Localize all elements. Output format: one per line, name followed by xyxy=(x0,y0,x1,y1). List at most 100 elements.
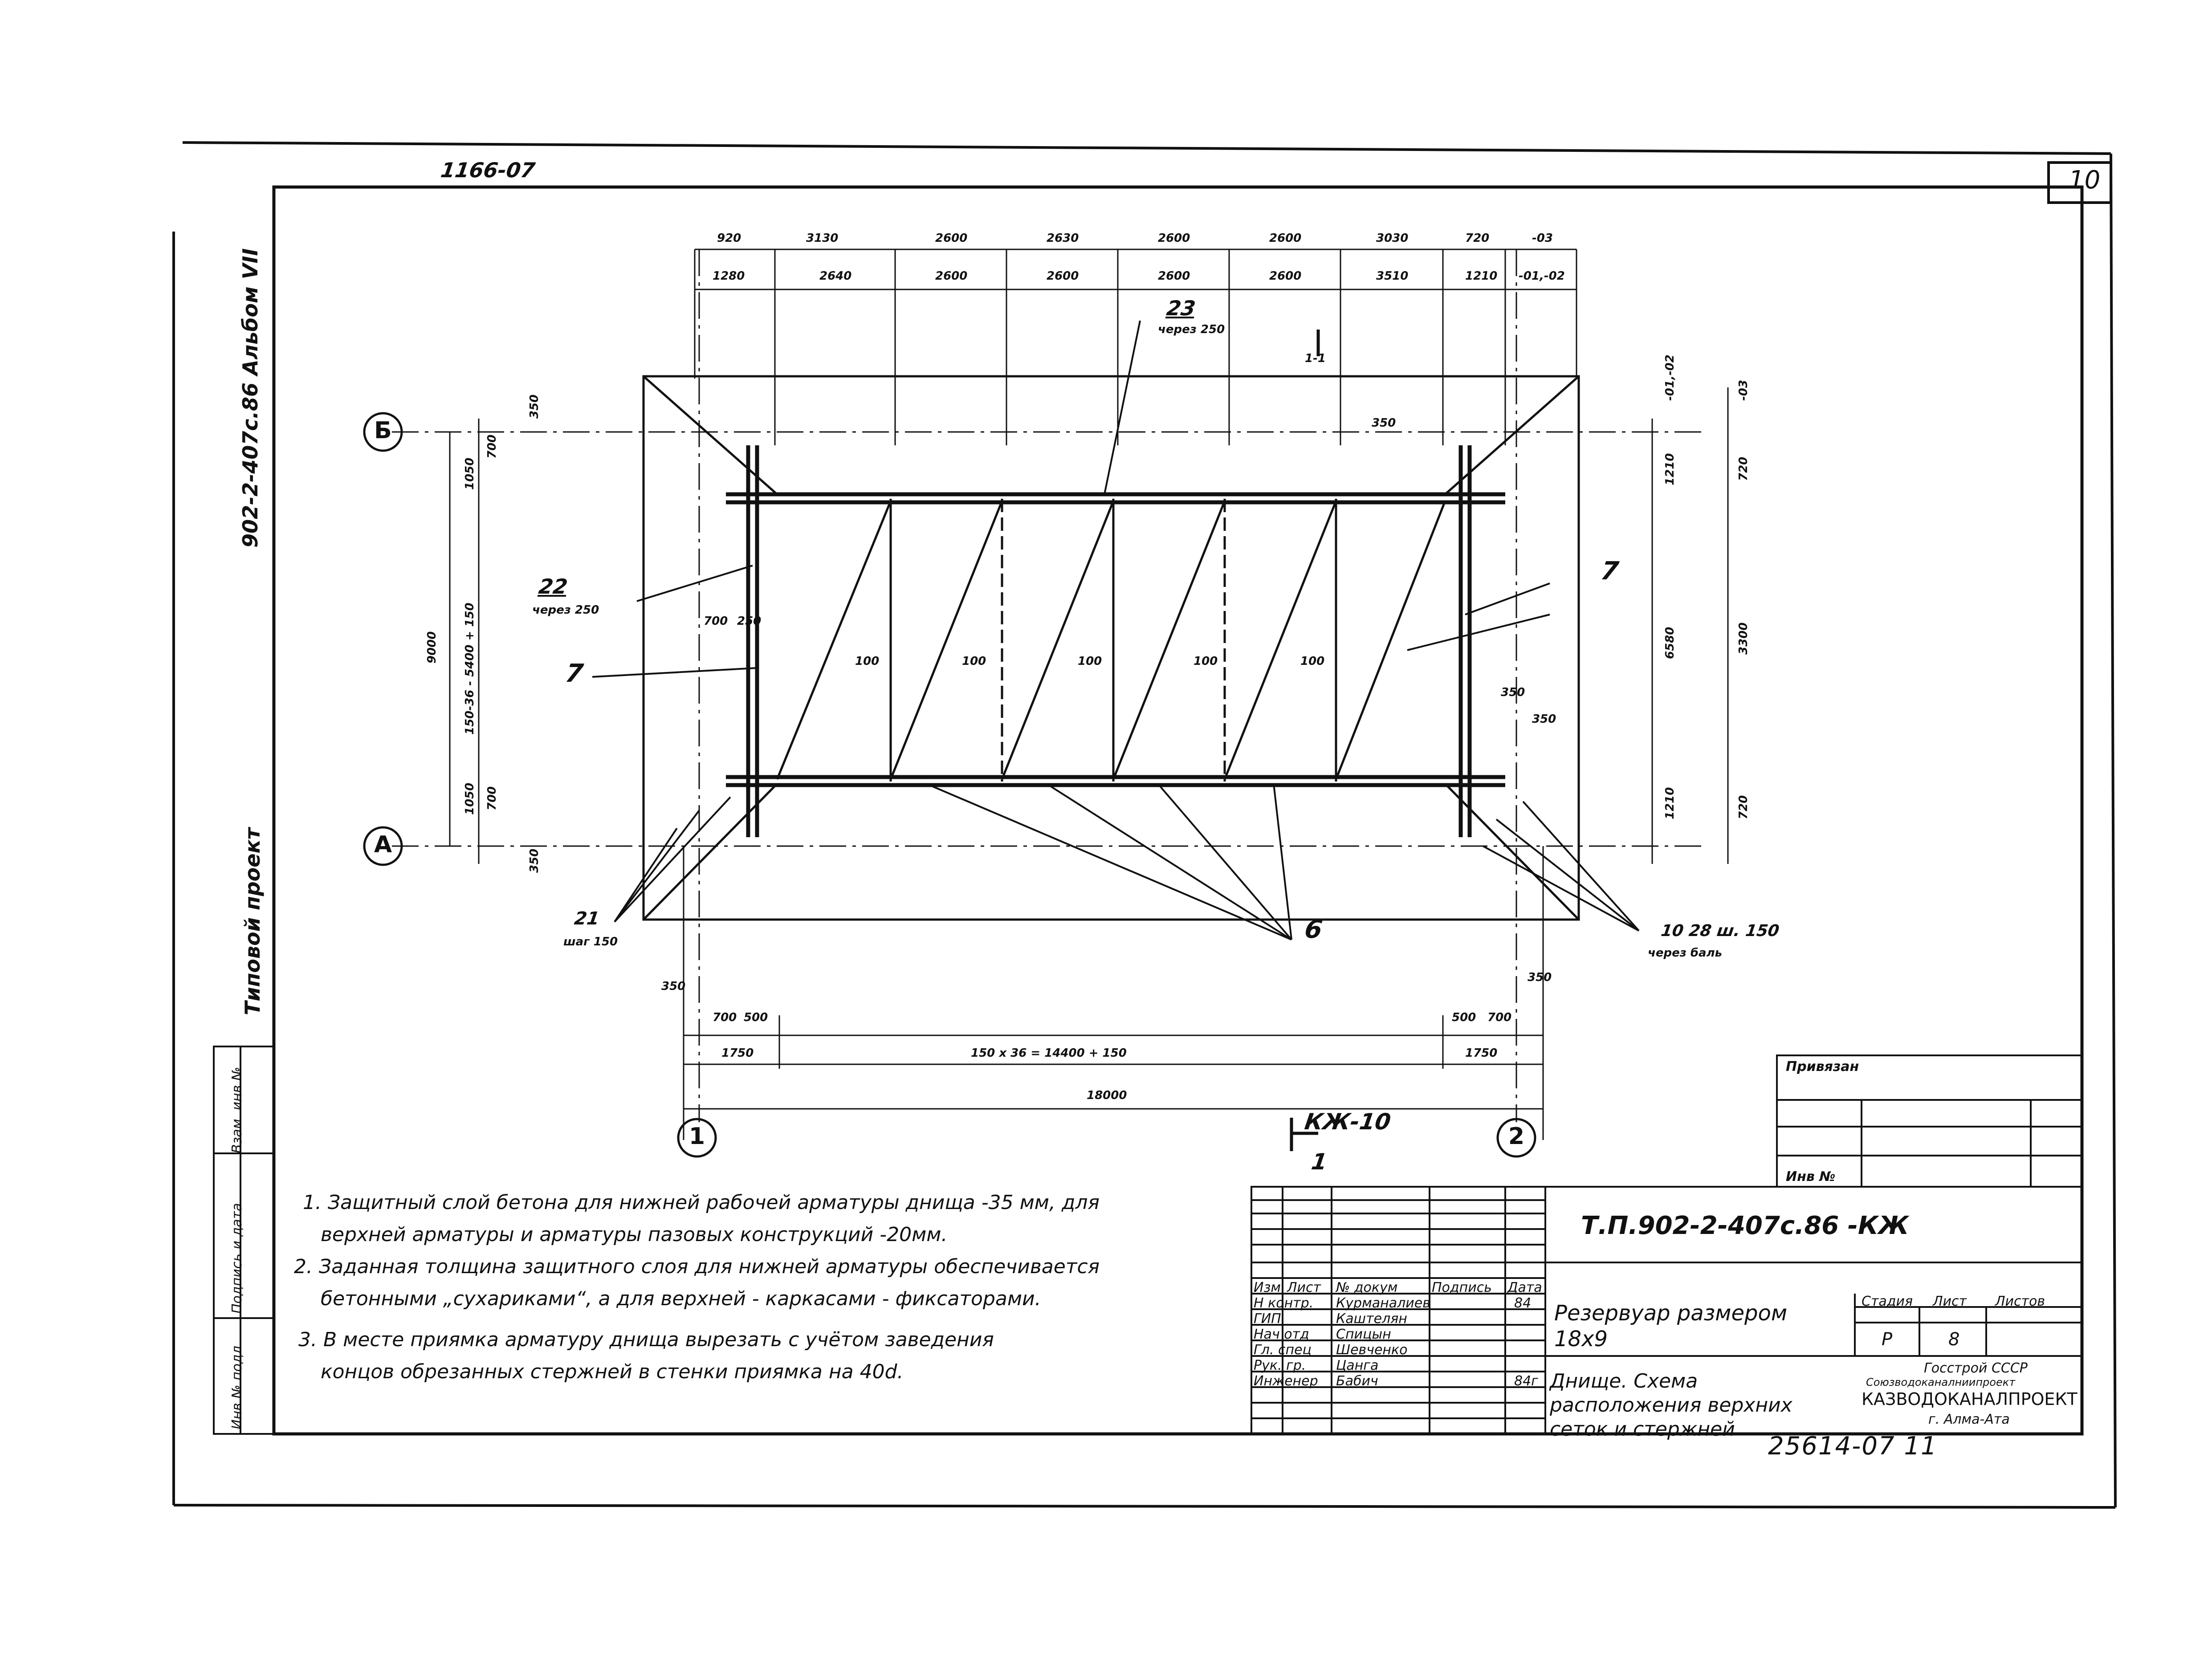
axis-col-1: 1 xyxy=(688,1123,705,1150)
rebar-bands xyxy=(726,445,1505,837)
typical-project-label: Типовой проект xyxy=(240,827,265,1015)
org-line-1: Госстрой СССР xyxy=(1924,1360,2028,1376)
dim-bottom-right-1: 350 xyxy=(1528,971,1552,984)
callout-22: 22 xyxy=(537,574,569,598)
apply-block-frame xyxy=(1776,1054,2083,1188)
tb-role-4: Гл. спец xyxy=(1254,1342,1312,1358)
inner-label-6: 700 xyxy=(704,615,728,628)
dim-top2-1: 1280 xyxy=(713,269,745,283)
dim-top2-5: 2600 xyxy=(1158,269,1190,283)
side-stamp-frame xyxy=(213,1046,275,1435)
dim-left-p6: 350 xyxy=(528,848,541,873)
dim-bottom-middle: 150 х 36 = 14400 + 150 xyxy=(971,1046,1127,1060)
dim-top2-3: 2600 xyxy=(935,269,968,283)
inner-label-7: 250 xyxy=(737,615,762,628)
dim-right-lbl-1: -01,-02 xyxy=(1663,354,1677,401)
dim-right-top-2: 720 xyxy=(1737,456,1750,481)
dim-left-p1: 1050 xyxy=(463,457,477,490)
dim-bottom-right-2: 500 xyxy=(1452,1011,1476,1024)
tb-date-6: 84г xyxy=(1514,1373,1538,1389)
sheet-number: 10 xyxy=(2069,166,2101,195)
callout-10: 10 28 ш. 150 xyxy=(1660,922,1780,940)
dim-left-p3: 350 xyxy=(528,394,541,419)
tb-name-5: Цанга xyxy=(1336,1358,1379,1373)
tb-role-6: Инженер xyxy=(1254,1373,1318,1389)
org-line-2: Союзводоканалниипроект xyxy=(1866,1376,2016,1388)
title-block-frame xyxy=(1251,1186,2083,1435)
note-line-1: 1. Защитный слой бетона для нижней рабоч… xyxy=(303,1191,1100,1214)
dim-top2-8: 1210 xyxy=(1465,269,1498,283)
dim-left-p2: 700 xyxy=(485,434,499,459)
note-line-5: 3. В месте приямка арматуру днища выреза… xyxy=(298,1328,994,1351)
stage-label: Стадия xyxy=(1862,1294,1913,1309)
note-line-4: бетонными „сухариками“, а для верхней - … xyxy=(321,1287,1041,1310)
callout-23-note: через 250 xyxy=(1158,323,1225,336)
dim-right-mid-2: 3300 xyxy=(1737,622,1750,655)
dim-left-total: 9000 xyxy=(425,631,439,664)
dim-top2-7: 3510 xyxy=(1376,269,1409,283)
sheet-title: Днище. Схема расположения верхних сеток … xyxy=(1550,1370,1792,1441)
dim-bottom-left-4: 1750 xyxy=(721,1046,754,1060)
inner-label-5: 100 xyxy=(1300,655,1325,668)
dim-top-4: 2630 xyxy=(1047,232,1079,245)
object-title: Резервуар размером 18х9 xyxy=(1554,1301,1788,1352)
dim-top-8: 720 xyxy=(1465,232,1490,245)
sheet-frame xyxy=(172,141,2117,1509)
dim-top-3: 2600 xyxy=(935,232,968,245)
callout-21-note: шаг 150 xyxy=(563,935,618,949)
stamp-signature-date: Подпись и дата xyxy=(229,1203,245,1314)
axis-col-2: 2 xyxy=(1508,1123,1525,1150)
dim-top2-9: -01,-02 xyxy=(1519,269,1565,283)
tb-hdr-izm: Изм xyxy=(1254,1280,1281,1295)
dim-bottom-left-3: 500 xyxy=(744,1011,768,1024)
dim-bottom-right-4: 1750 xyxy=(1465,1046,1498,1060)
grid-axes xyxy=(392,249,1706,1122)
callout-23: 23 xyxy=(1165,296,1197,320)
apply-title: Привязан xyxy=(1786,1059,1859,1075)
inner-label-3: 100 xyxy=(1078,655,1102,668)
dim-bottom-total: 18000 xyxy=(1087,1089,1127,1102)
tb-name-4: Шевченко xyxy=(1336,1342,1408,1358)
section-marker xyxy=(1290,330,1320,1151)
dim-left-formula: 150-36 - 5400 + 150 xyxy=(463,603,477,735)
stage-value: Р xyxy=(1882,1329,1893,1350)
doc-code: Т.П.902-2-407с.86 -КЖ xyxy=(1581,1211,1909,1240)
axis-bubbles xyxy=(363,412,1536,1158)
org-line-3: КАЗВОДОКАНАЛПРОЕКТ xyxy=(1862,1389,2078,1409)
dim-top-9: -03 xyxy=(1532,232,1553,245)
sheet-label: Лист xyxy=(1933,1294,1967,1309)
dim-right-top-1: 1210 xyxy=(1663,453,1677,485)
inner-label-11: 350 xyxy=(1532,712,1556,726)
axis-row-a: А xyxy=(374,831,392,858)
callout-22-note: через 250 xyxy=(532,603,599,617)
tb-role-5: Рук. гр. xyxy=(1254,1358,1306,1373)
dim-left-p4: 1050 xyxy=(463,782,477,815)
dim-left-p5: 700 xyxy=(485,786,499,810)
tb-name-3: Спицын xyxy=(1336,1327,1391,1342)
inner-label-2: 100 xyxy=(962,655,986,668)
org-line-4: г. Алма-Ата xyxy=(1928,1412,2010,1427)
stamp-inv-original: Инв.№ подл. xyxy=(229,1341,245,1429)
inner-label-8: 350 xyxy=(1372,416,1396,430)
dim-top-7: 3030 xyxy=(1376,232,1409,245)
tb-hdr-doc: № докум xyxy=(1336,1280,1398,1295)
tb-role-3: Нач отд xyxy=(1254,1327,1309,1342)
inner-label-10: 1-1 xyxy=(1305,352,1326,365)
note-line-2: верхней арматуры и арматуры пазовых конс… xyxy=(321,1223,948,1246)
callout-10-note: через баль xyxy=(1648,946,1723,960)
tb-hdr-list: Лист xyxy=(1287,1280,1321,1295)
tb-hdr-date: Дата xyxy=(1507,1280,1542,1295)
dim-bottom-left-2: 700 xyxy=(713,1011,737,1024)
note-line-3: 2. Заданная толщина защитного слоя для н… xyxy=(294,1255,1100,1278)
tb-name-2: Каштелян xyxy=(1336,1311,1407,1327)
inner-label-1: 100 xyxy=(855,655,880,668)
callout-21: 21 xyxy=(573,908,601,929)
album-label: 902-2-407с.86 Альбом VII xyxy=(238,248,262,548)
dim-right-bot-1: 1210 xyxy=(1663,787,1677,819)
dim-top-5: 2600 xyxy=(1158,232,1190,245)
dim-top-2: 3130 xyxy=(806,232,839,245)
dim-top2-6: 2600 xyxy=(1269,269,1302,283)
section-sheet-ref: КЖ-10 xyxy=(1303,1109,1393,1135)
inner-label-4: 100 xyxy=(1194,655,1218,668)
